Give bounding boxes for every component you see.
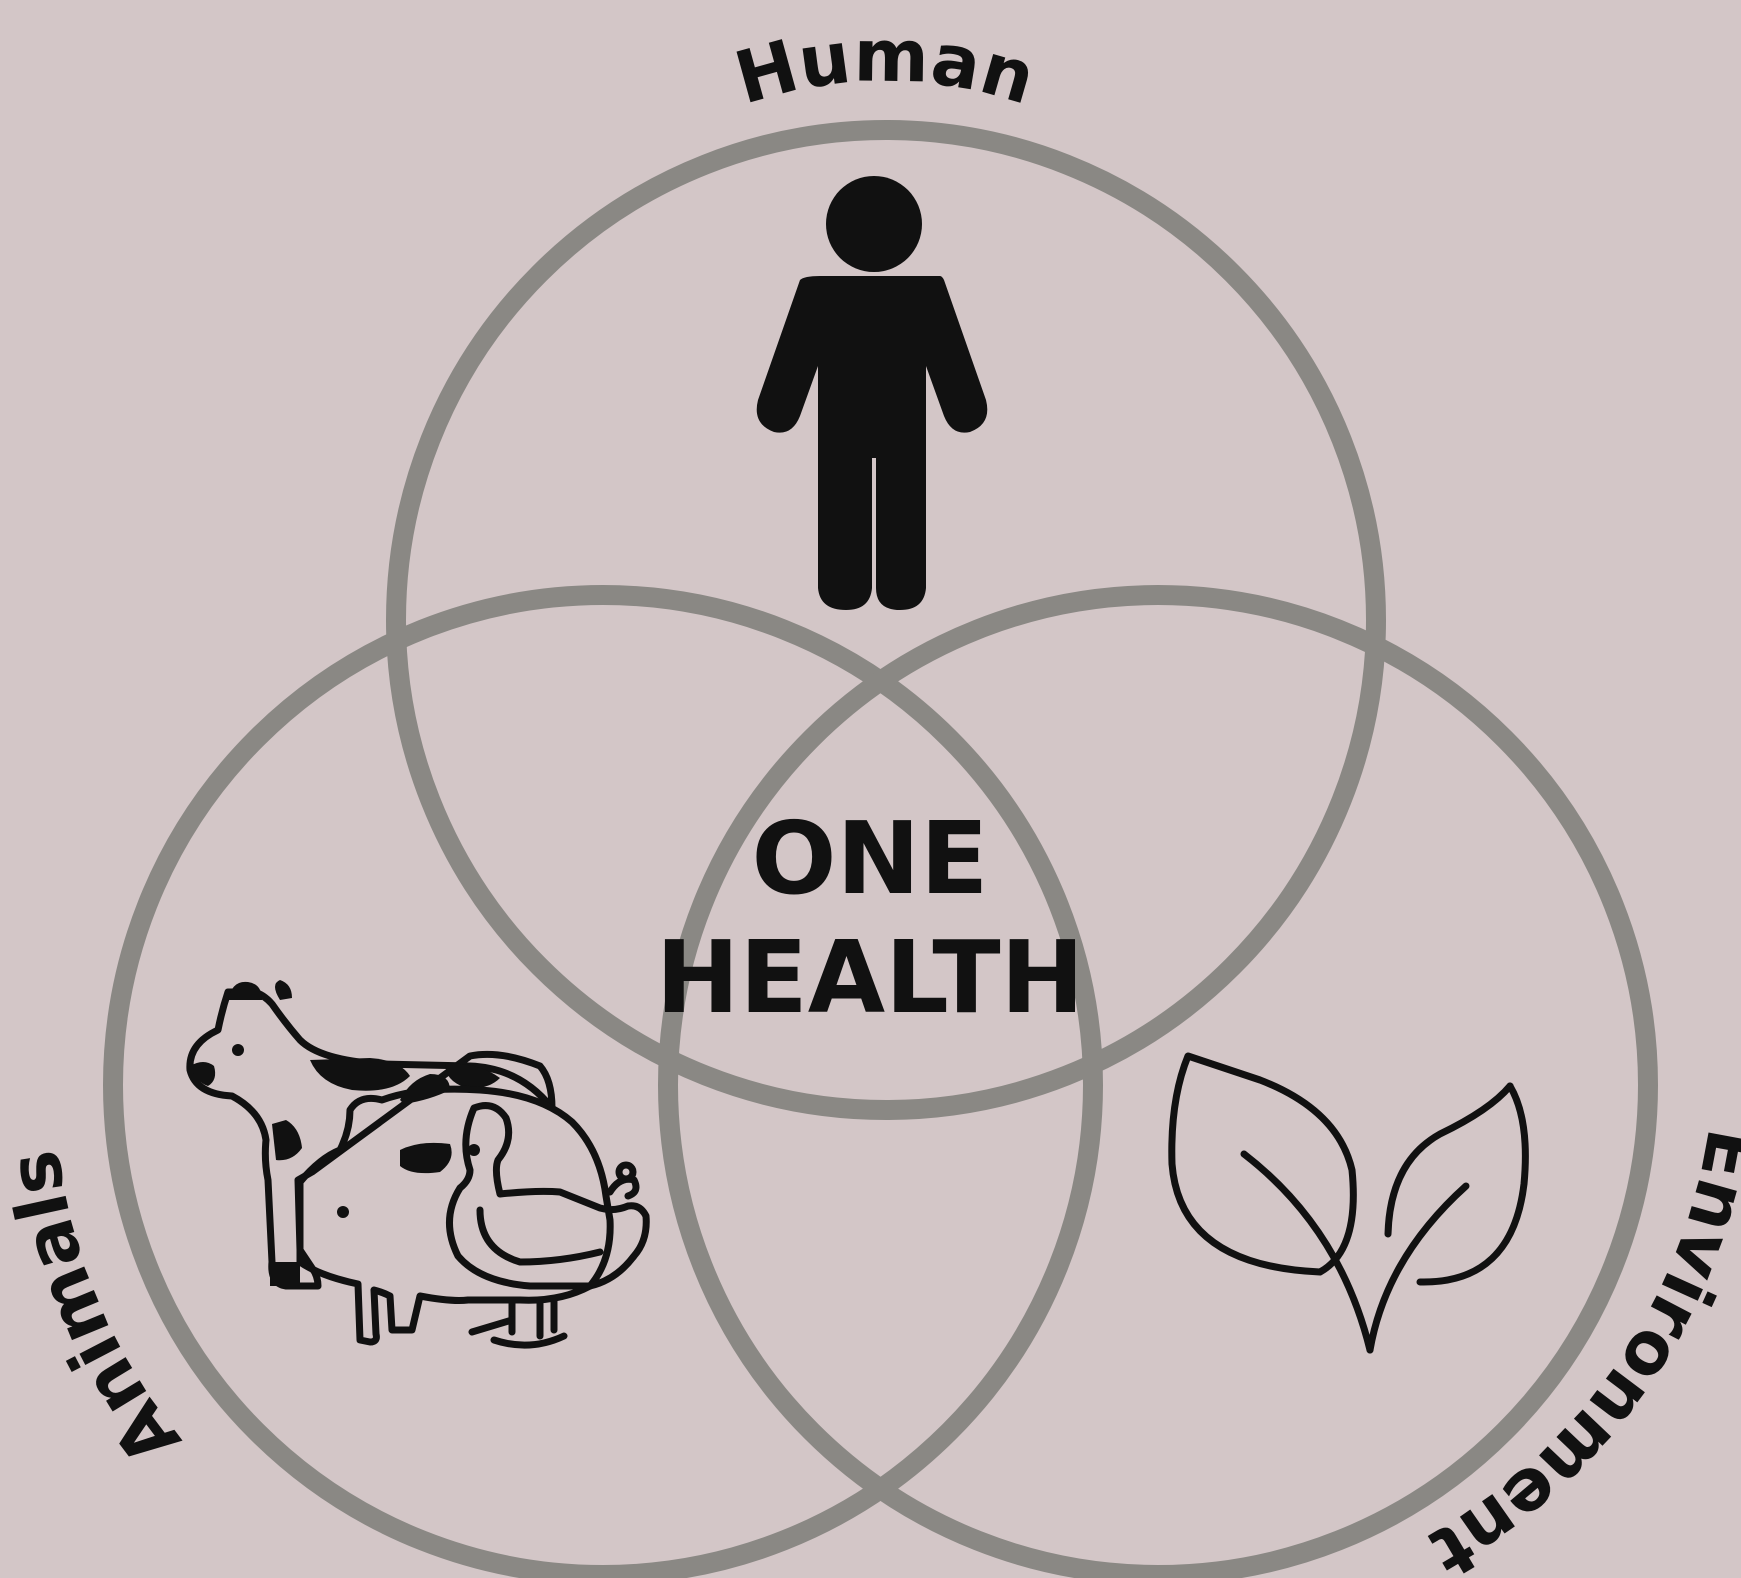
center-title-line1: ONE bbox=[751, 800, 988, 917]
center-title-line2: HEALTH bbox=[656, 919, 1084, 1036]
leaf-sprout-icon bbox=[1172, 1056, 1526, 1350]
environment-circle bbox=[668, 595, 1648, 1575]
cow-icon bbox=[190, 980, 552, 1286]
human-label: Human bbox=[726, 13, 1044, 120]
farm-animals-icon bbox=[190, 980, 646, 1345]
person-icon bbox=[757, 176, 988, 610]
animals-circle bbox=[113, 595, 1093, 1575]
